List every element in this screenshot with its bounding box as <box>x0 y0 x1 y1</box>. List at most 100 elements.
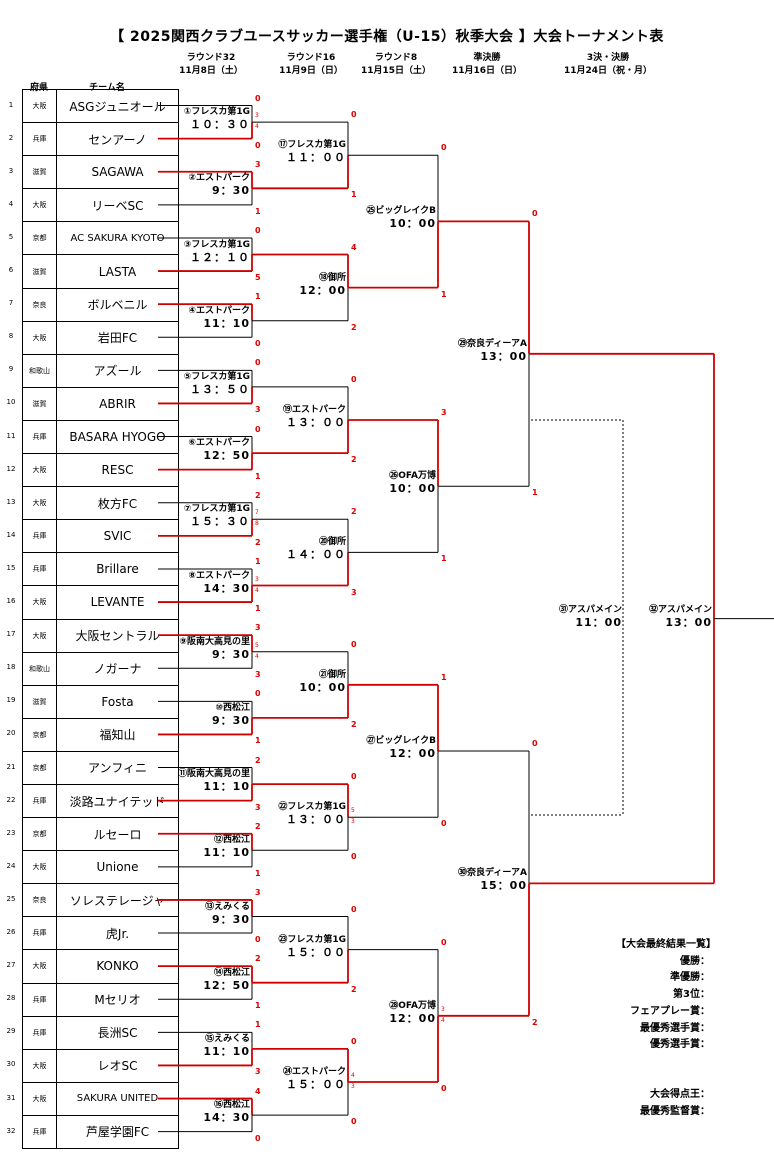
seed-number: 7 <box>8 299 14 308</box>
score-bottom: 1 <box>255 604 261 614</box>
score-top: 2 <box>255 490 261 500</box>
pk-top: 3 <box>255 112 259 120</box>
score-top: 1 <box>255 556 261 566</box>
score-top: 0 <box>351 639 357 649</box>
team-name: ソレステレージャ <box>56 883 179 918</box>
seed-number: 24 <box>6 861 16 870</box>
team-pref: 兵庫 <box>22 783 57 819</box>
round-date: 11月24日（祝・月） <box>563 66 653 76</box>
score-bottom: 0 <box>255 339 261 349</box>
match-venue: ⑲エストパーク <box>282 405 346 415</box>
round-name: ラウンド32 <box>186 53 236 63</box>
pk-bottom: 4 <box>441 1016 445 1024</box>
score-bottom: 1 <box>255 868 261 878</box>
team-pref: 奈良 <box>22 883 57 918</box>
match-time: 12：50 <box>203 978 250 992</box>
score-top: 0 <box>532 209 538 219</box>
team-name: ルセーロ <box>56 817 179 852</box>
score-top: 0 <box>255 225 261 235</box>
round-date: 11月9日（日） <box>279 66 343 76</box>
score-bottom: 2 <box>351 322 357 332</box>
seed-number: 13 <box>6 497 16 506</box>
match-time: １１：００ <box>286 151 346 165</box>
round-name: 準決勝 <box>473 53 501 63</box>
match-time: 9：30 <box>212 184 250 198</box>
seed-number: 1 <box>8 100 14 109</box>
score-bottom: 0 <box>255 140 261 150</box>
round-date: 11月16日（日） <box>451 66 523 76</box>
results-heading: 【大会最終結果一覧】 <box>616 939 716 950</box>
score-bottom: 2 <box>532 1017 538 1027</box>
score-top: 2 <box>255 821 261 831</box>
match-time: １５：３０ <box>190 515 250 529</box>
match-venue: ㉛アスパメイン <box>558 604 622 615</box>
match-time: 10：00 <box>389 217 436 231</box>
match-time: 12：00 <box>389 1011 436 1025</box>
match-venue: ㉖OFA万博 <box>389 471 436 482</box>
match-time: 11：10 <box>203 1044 250 1058</box>
score-top: 4 <box>351 242 357 252</box>
match-time: 14：30 <box>203 1111 250 1125</box>
score-top: 0 <box>255 424 261 434</box>
team-pref: 滋賀 <box>22 386 57 421</box>
team-row: 兵庫センアーノ <box>22 122 179 157</box>
match-venue: ⑯西松江 <box>213 1100 250 1111</box>
result-item: 第3位： <box>673 989 710 1000</box>
score-top: 0 <box>255 93 261 103</box>
pk-bottom: 3 <box>351 1083 355 1090</box>
team-pref: 滋賀 <box>22 155 57 190</box>
match-time: １３：５０ <box>190 382 250 396</box>
score-bottom: 1 <box>255 736 261 746</box>
result-item: 大会得点王： <box>650 1089 710 1100</box>
match-time: １３：００ <box>286 813 346 827</box>
seed-number: 32 <box>6 1126 16 1135</box>
score-bottom: 0 <box>255 935 261 945</box>
pk-top: 7 <box>255 509 259 517</box>
round-header: ラウンド32 11月8日（土） <box>165 52 257 78</box>
round-date: 11月15日（土） <box>360 66 432 76</box>
seed-number: 29 <box>6 1027 16 1036</box>
team-pref: 大阪 <box>22 320 57 355</box>
seed-number: 19 <box>6 696 16 705</box>
match-venue: ⑤フレスカ第1G <box>183 371 250 382</box>
score-top: 2 <box>255 755 261 765</box>
match-time: 15：00 <box>480 879 527 893</box>
pk-top: 5 <box>255 641 259 649</box>
match-venue: ①フレスカ第1G <box>183 107 250 118</box>
score-top: 3 <box>255 159 261 169</box>
seed-number: 11 <box>6 431 16 440</box>
score-top: 2 <box>255 954 261 964</box>
score-bottom: 3 <box>351 587 357 597</box>
pk-bottom: 8 <box>255 520 259 528</box>
round-name: ラウンド8 <box>374 53 418 63</box>
score-top: 0 <box>532 739 538 748</box>
round-date: 11月8日（土） <box>179 66 243 76</box>
team-name: SAGAWA <box>56 155 179 190</box>
score-bottom: 3 <box>255 1067 261 1077</box>
team-pref: 京都 <box>22 750 57 785</box>
match-venue: ②エストパーク <box>188 173 250 184</box>
match-venue: ㉒フレスカ第1G <box>278 802 346 813</box>
result-item: 優秀選手賞： <box>650 1039 710 1050</box>
seed-number: 10 <box>6 398 16 407</box>
score-bottom: 1 <box>441 554 447 564</box>
seed-number: 18 <box>6 663 16 672</box>
team-pref: 兵庫 <box>22 982 57 1017</box>
